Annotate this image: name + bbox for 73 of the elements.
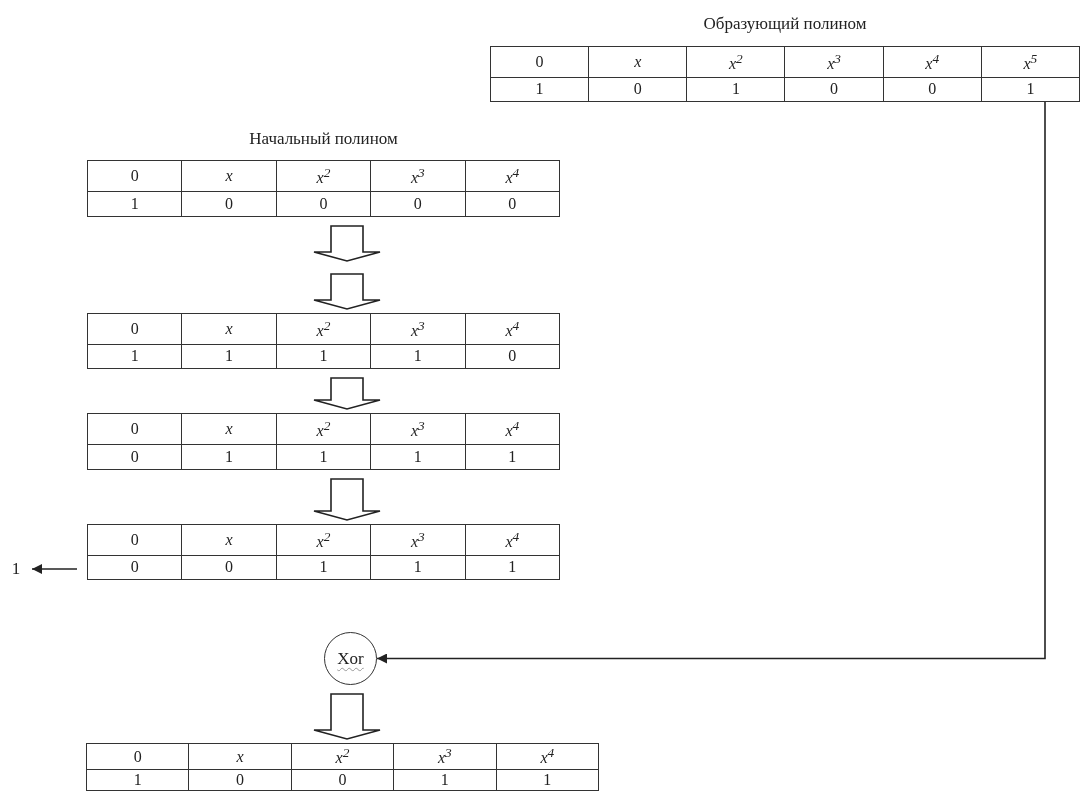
block-arrow: [313, 377, 381, 410]
header-cell: 0: [87, 524, 182, 556]
header-cell: x$^{2}$: [276, 524, 371, 556]
header-cell: x$^{3}$: [370, 413, 466, 445]
header-cell: x$^{4}$: [496, 743, 599, 770]
header-cell: x$^{3}$: [370, 524, 466, 556]
header-cell: x$^{5}$: [981, 46, 1080, 78]
header-cell: x$^{4}$: [465, 524, 560, 556]
table-cell: 0: [181, 555, 277, 580]
table-cell: 0: [181, 191, 277, 217]
table-cell: 0: [276, 191, 371, 217]
header-cell: x: [188, 743, 292, 770]
arrow: [31, 564, 78, 574]
table-cell: 1: [496, 769, 599, 791]
table-cell: 1: [181, 344, 277, 369]
header-cell: x$^{3}$: [393, 743, 497, 770]
header-cell: 0: [87, 160, 182, 192]
table-cell: 0: [588, 77, 687, 102]
header-cell: x: [181, 160, 277, 192]
header-cell: 0: [87, 413, 182, 445]
table-cell: 0: [87, 444, 182, 470]
operator-circle: Xor: [324, 632, 377, 685]
block-arrow: [313, 225, 381, 262]
table-cell: 0: [87, 555, 182, 580]
table-cell: 0: [883, 77, 982, 102]
output-bit: 1: [6, 557, 26, 581]
arrow: [376, 101, 1046, 664]
header-cell: x$^{3}$: [370, 160, 466, 192]
table-cell: 0: [188, 769, 292, 791]
header-cell: x$^{3}$: [370, 313, 466, 345]
table-cell: 1: [87, 191, 182, 217]
header-cell: x: [181, 413, 277, 445]
header-cell: x: [181, 524, 277, 556]
block-arrow: [313, 273, 381, 310]
table-cell: 0: [291, 769, 394, 791]
header-cell: 0: [490, 46, 589, 78]
header-cell: x$^{2}$: [276, 160, 371, 192]
table-heading: Начальный полином: [248, 129, 399, 149]
table-cell: 1: [393, 769, 497, 791]
header-cell: x$^{4}$: [883, 46, 982, 78]
table-cell: 1: [87, 344, 182, 369]
header-cell: x$^{2}$: [686, 46, 785, 78]
table-cell: 0: [370, 191, 466, 217]
table-cell: 1: [181, 444, 277, 470]
block-arrow: [313, 693, 381, 740]
table-cell: 1: [370, 555, 466, 580]
table-cell: 1: [465, 444, 560, 470]
table-cell: 0: [465, 344, 560, 369]
block-arrow: [313, 478, 381, 521]
table-cell: 1: [686, 77, 785, 102]
header-cell: x$^{4}$: [465, 313, 560, 345]
header-cell: x$^{4}$: [465, 160, 560, 192]
header-cell: 0: [87, 313, 182, 345]
header-cell: x$^{2}$: [276, 413, 371, 445]
table-cell: 0: [784, 77, 884, 102]
header-cell: 0: [86, 743, 189, 770]
table-cell: 1: [370, 344, 466, 369]
table-cell: 1: [465, 555, 560, 580]
table-cell: 1: [490, 77, 589, 102]
table-cell: 1: [276, 444, 371, 470]
table-cell: 1: [370, 444, 466, 470]
header-cell: x$^{3}$: [784, 46, 884, 78]
header-cell: x$^{4}$: [465, 413, 560, 445]
table-cell: 1: [981, 77, 1080, 102]
header-cell: x$^{2}$: [291, 743, 394, 770]
table-cell: 1: [86, 769, 189, 791]
header-cell: x: [181, 313, 277, 345]
table-heading: Образующий полином: [702, 14, 868, 34]
table-cell: 1: [276, 555, 371, 580]
header-cell: x: [588, 46, 687, 78]
table-cell: 0: [465, 191, 560, 217]
header-cell: x$^{2}$: [276, 313, 371, 345]
table-cell: 1: [276, 344, 371, 369]
